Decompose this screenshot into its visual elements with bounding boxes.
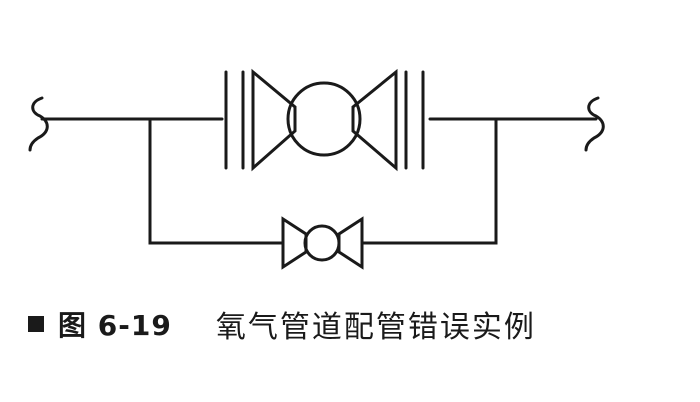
pipe-break-right [584, 96, 605, 152]
pipe-break-left [28, 96, 49, 152]
bypass-valve-ball [303, 224, 341, 262]
main-valve-left-wing [251, 68, 297, 172]
main-valve-right-wing [351, 68, 398, 172]
figure-number: 图 6-19 [58, 309, 172, 342]
bypass-pipe-left [148, 117, 285, 245]
bypass-valve-left-wing [281, 216, 308, 270]
figure-caption: 图 6-19 氧气管道配管错误实例 [28, 300, 536, 348]
main-valve-ball [286, 81, 362, 157]
bypass-pipe-right [360, 117, 498, 245]
bypass-valve-right-wing [337, 216, 364, 270]
caption-square-bullet-icon [28, 316, 44, 332]
figure-title: 氧气管道配管错误实例 [215, 310, 536, 345]
piping-diagram [28, 68, 605, 270]
